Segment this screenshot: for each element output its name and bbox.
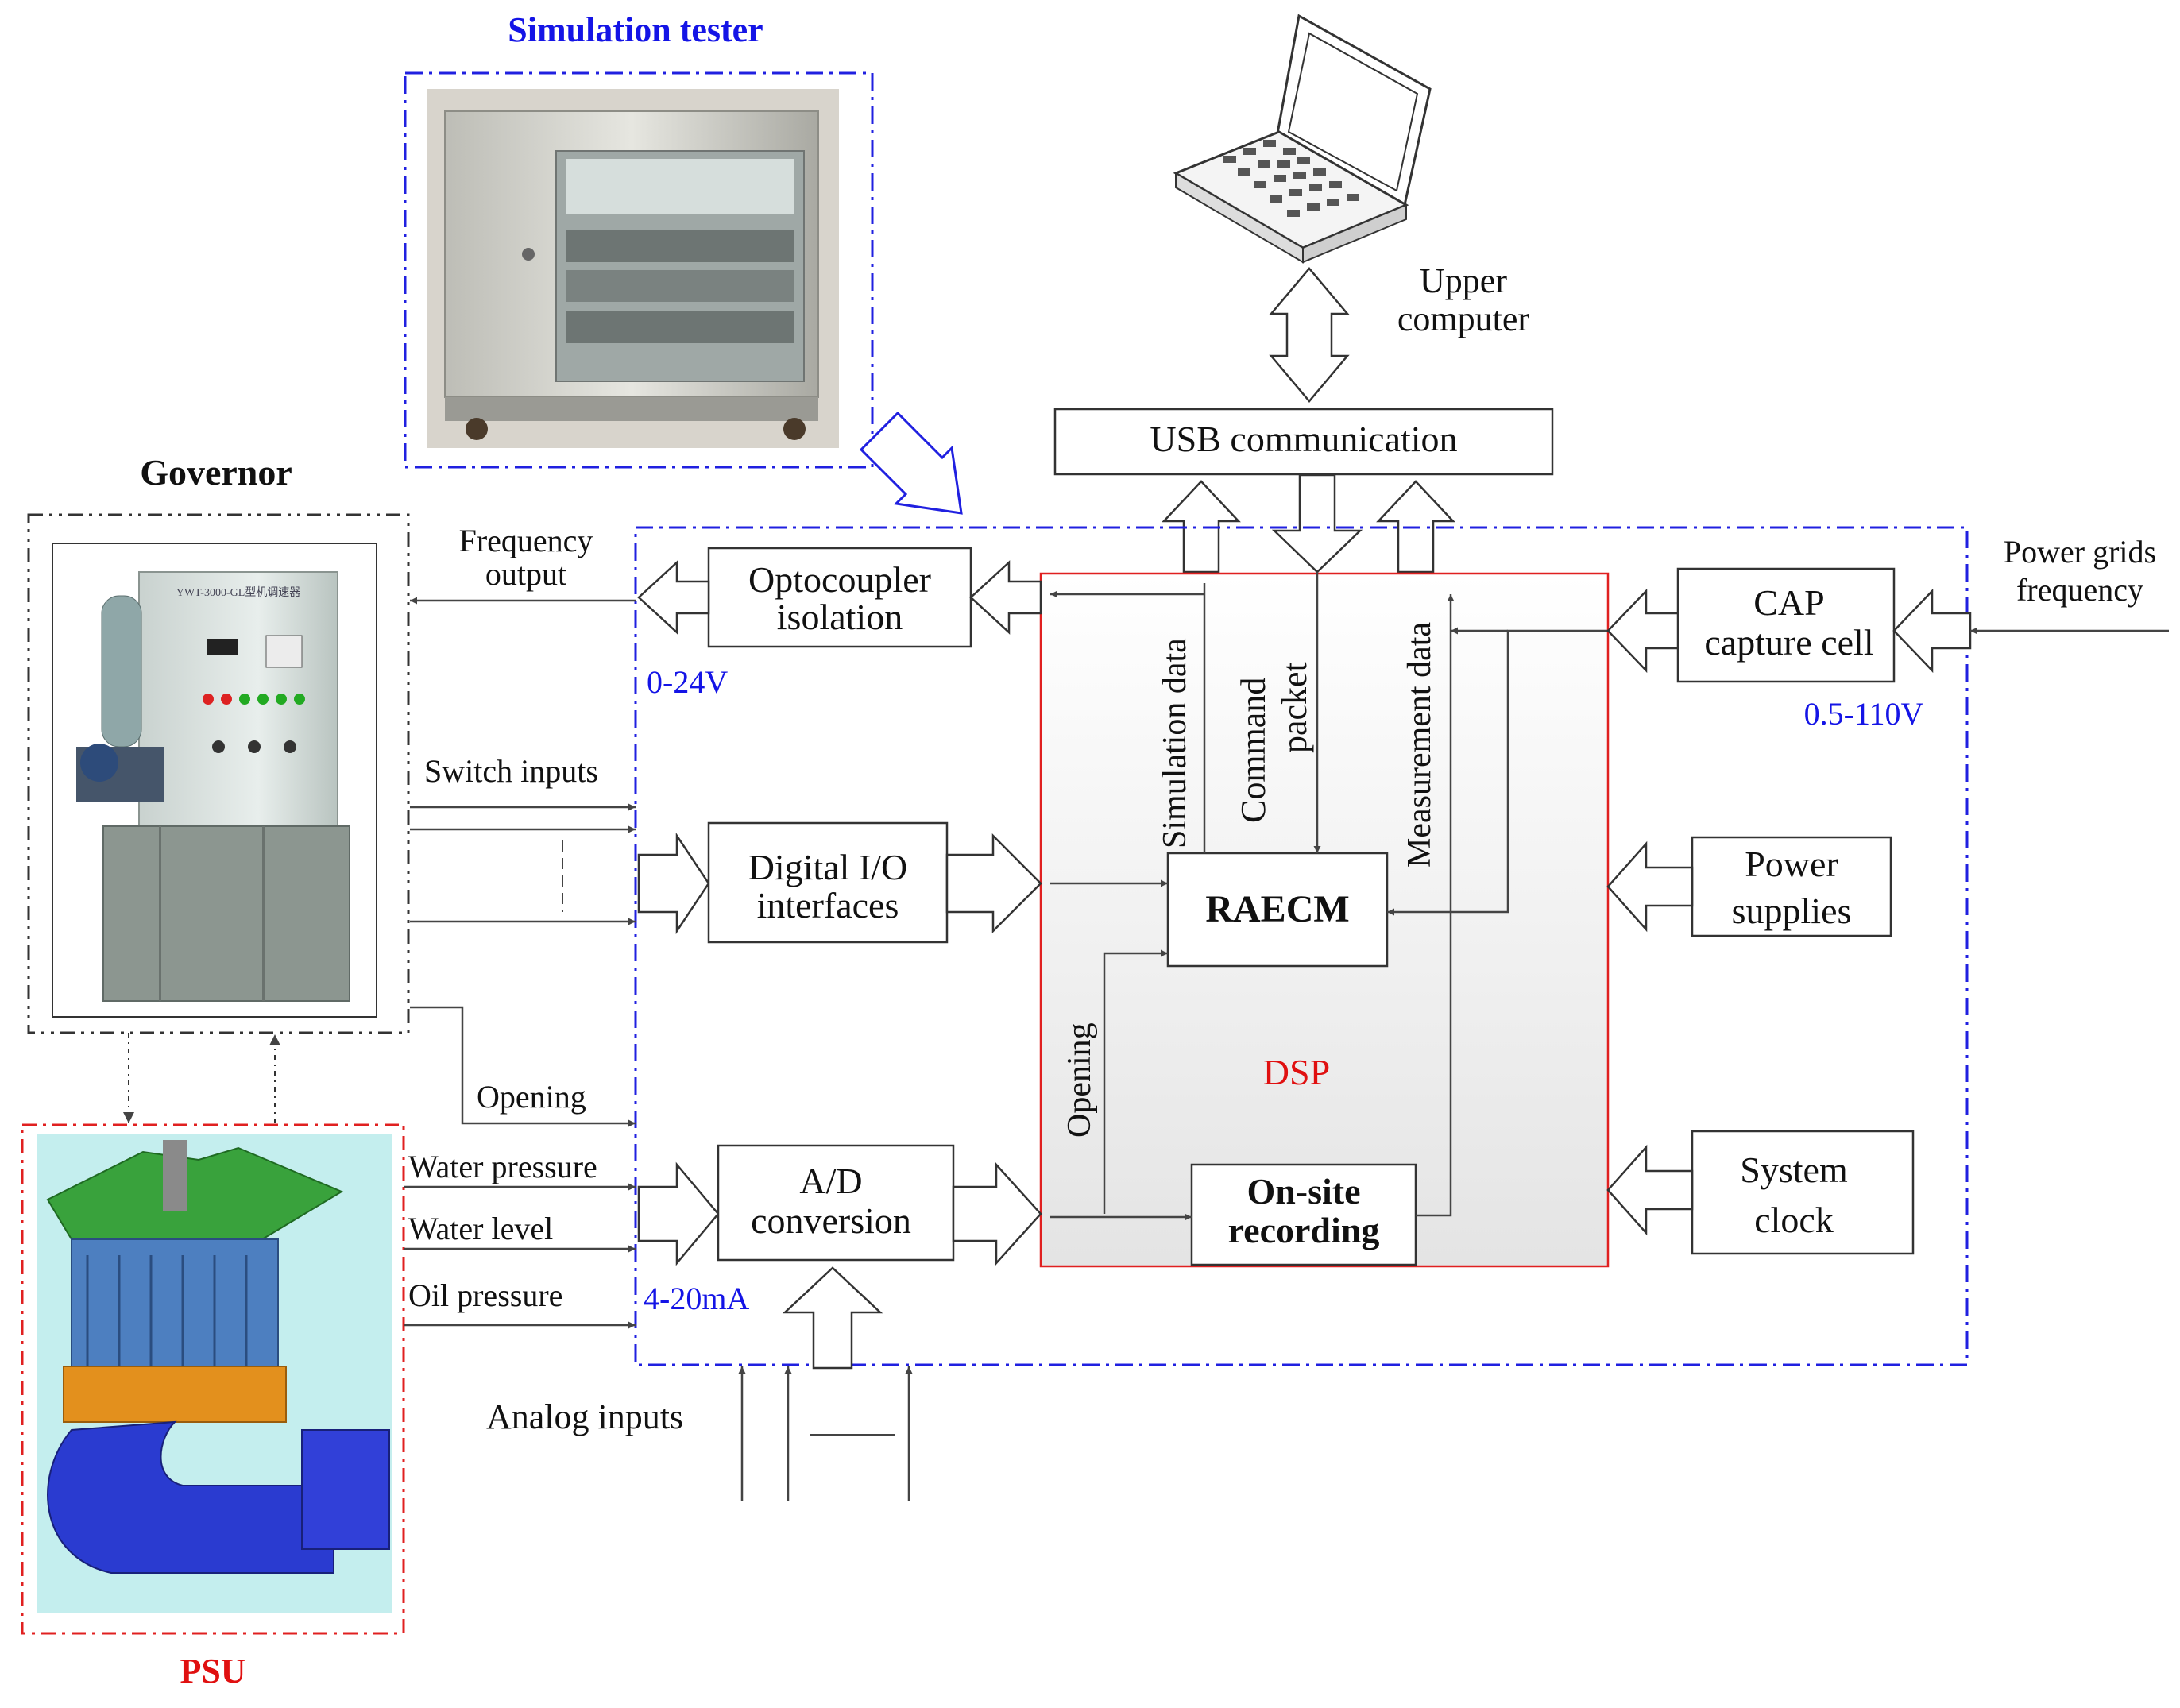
ad-conversion-box — [717, 1144, 955, 1262]
raecm-label: RAECM — [1205, 888, 1349, 930]
water-level-label: Water level — [408, 1211, 553, 1246]
laptop-usb-bidirectional-arrow — [1269, 267, 1350, 403]
governor-cabinet-label: YWT-3000-GL型机调速器 — [176, 586, 301, 599]
governor-frame — [27, 513, 410, 1034]
ad-to-dsp-arrow — [952, 1161, 1042, 1266]
power-supplies-label-1: Power — [1745, 844, 1838, 884]
digital-io-box — [707, 821, 949, 944]
analog-inputs-label: Analog inputs — [486, 1397, 683, 1436]
psu-image — [37, 1134, 392, 1613]
cap-to-dsp-arrow — [1606, 588, 1679, 674]
optocoupler-isolation-box — [707, 547, 972, 648]
command-packet-label-2: packet — [1275, 662, 1314, 753]
opening-dsp-label: Opening — [1061, 1022, 1098, 1138]
signals-to-ad-arrow — [637, 1161, 720, 1266]
power-grids-label-1: Power grids — [2004, 534, 2156, 570]
upper-computer-label-2: computer — [1397, 299, 1530, 338]
opening-input-line — [410, 1006, 636, 1127]
system-clock-label-1: System — [1740, 1150, 1848, 1190]
simulation-tester-group: Simulation tester — [404, 10, 874, 469]
governor-title: Governor — [140, 452, 292, 493]
system-clock-to-dsp-arrow — [1606, 1144, 1694, 1236]
cap-capture-cell-box — [1676, 567, 1896, 683]
cap-label-1: CAP — [1753, 582, 1824, 623]
governor-photo: YWT-3000-GL型机调速器 — [52, 543, 377, 1018]
digital-io-label-2: interfaces — [757, 885, 899, 925]
power-supplies-to-dsp-arrow — [1606, 840, 1694, 933]
onsite-recording-box — [1190, 1163, 1417, 1266]
measurement-data-line — [1416, 594, 1455, 1217]
power-supplies-box — [1691, 836, 1892, 937]
digital-io-to-dsp-arrow — [945, 833, 1042, 934]
ad-label-1: A/D — [799, 1161, 862, 1201]
command-packet-label-1: Command — [1234, 678, 1273, 823]
system-clock-box — [1691, 1130, 1915, 1255]
switch-to-digital-io-arrow — [637, 832, 710, 935]
onsite-recording-label-1: On-site — [1247, 1171, 1360, 1211]
upper-computer-label-1: Upper — [1420, 261, 1507, 300]
voltage-0-24-label: 0-24V — [647, 664, 728, 700]
optocoupler-out-arrow — [637, 560, 710, 635]
simulation-data-label: Simulation data — [1157, 638, 1193, 848]
oil-pressure-label: Oil pressure — [408, 1277, 562, 1313]
simulation-data-up-arrow — [1162, 480, 1241, 574]
simulation-tester-photo — [427, 89, 839, 448]
psu-title: PSU — [180, 1652, 245, 1691]
psu-group: PSU — [21, 1123, 405, 1691]
dsp-to-optocoupler-arrow — [969, 560, 1042, 635]
main-board-frame — [634, 526, 1969, 1366]
optocoupler-label-2: isolation — [777, 597, 903, 637]
frequency-output-label-2: output — [485, 556, 566, 592]
switch-inputs-label: Switch inputs — [424, 753, 598, 789]
power-supplies-label-2: supplies — [1732, 891, 1852, 931]
psu-frame — [21, 1123, 405, 1635]
simulation-tester-title: Simulation tester — [508, 10, 763, 49]
digital-io-label-1: Digital I/O — [748, 847, 908, 887]
power-grids-label-2: frequency — [2016, 572, 2143, 608]
cap-to-raecm-line — [1387, 629, 1608, 916]
current-4-20-label: 4-20mA — [644, 1281, 749, 1316]
command-packet-down-arrow — [1271, 473, 1363, 574]
grid-to-cap-arrow — [1892, 588, 1972, 674]
laptop-icon — [1173, 14, 1432, 264]
usb-communication-label: USB communication — [1150, 419, 1457, 459]
analog-to-ad-arrow — [782, 1266, 883, 1370]
usb-communication-box — [1053, 408, 1554, 476]
optocoupler-label-1: Optocoupler — [748, 559, 931, 600]
dsp-label: DSP — [1263, 1052, 1330, 1092]
governor-group: Governor YWT-3000-GL型机调速器 — [27, 452, 410, 1034]
system-clock-label-2: clock — [1754, 1200, 1834, 1240]
measurement-data-label: Measurement data — [1401, 622, 1438, 868]
opening-to-raecm-line — [1103, 949, 1168, 1214]
frequency-output-label-1: Frequency — [459, 523, 593, 558]
simulation-tester-frame — [404, 71, 874, 469]
opening-input-label: Opening — [477, 1079, 586, 1115]
cap-label-2: capture cell — [1704, 622, 1873, 663]
water-pressure-label: Water pressure — [408, 1149, 597, 1184]
voltage-range-label: 0.5-110V — [1804, 696, 1924, 732]
onsite-recording-label-2: recording — [1228, 1210, 1380, 1250]
tester-to-board-arrow — [859, 411, 963, 515]
ad-label-2: conversion — [751, 1200, 911, 1241]
